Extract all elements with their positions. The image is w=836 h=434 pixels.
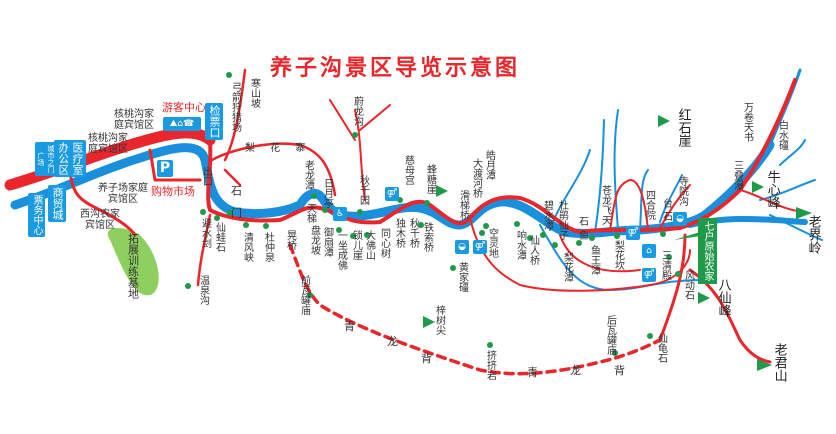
spot-label: 蔚龙沟 (351, 96, 363, 126)
toilet-icon: ⚤ (473, 240, 487, 254)
visitor-services-icon: ⛰⌂☎ (163, 117, 201, 131)
primitive-farm-sign: 七户原始农家 (698, 218, 717, 284)
spot-label: 锁儿崖 (350, 230, 362, 260)
spot-label: 黄家礓 (456, 262, 468, 292)
peak-label: 老君山 (771, 343, 787, 382)
spot-label: 响水潭 (514, 230, 526, 260)
visitor-center-label: 游客中心 (162, 101, 206, 114)
spot-label: 铁索桥 (421, 222, 433, 252)
spot-label: 梨花坎 (612, 240, 624, 270)
roads (4, 68, 806, 376)
exit-label: 出口 (200, 166, 212, 186)
toilet-icon: ⚤ (626, 226, 640, 240)
restaurant-icon: ◒ (455, 240, 469, 254)
spot-label: 滑梯桥 (457, 190, 469, 220)
peak-triangle-icons (423, 115, 812, 371)
clinic-sign: 医疗室 (68, 140, 86, 177)
spot-label: 苍龙飞天 (599, 185, 611, 225)
route-label: 青 (527, 366, 538, 379)
ticket-gate-sign: 检票口 (205, 103, 223, 140)
map-title: 养子沟景区导览示意图 (270, 56, 521, 81)
spot-label: 独木桥 (393, 218, 405, 248)
spot-label: 日月亭 (321, 178, 333, 208)
spot-label: 台石 (660, 198, 672, 224)
route-label: 青 (344, 320, 355, 333)
spot-label: 同心树 (378, 228, 390, 258)
shopping-market-label: 购物市场 (151, 185, 195, 198)
spot-label: 石 门 (229, 185, 243, 218)
spot-label: 三叠瀑 (731, 160, 743, 190)
area-label: 西沟农家宾馆区 (80, 209, 120, 231)
spot-label: 寒山坡 (248, 78, 260, 108)
spot-label: 一坐成佛 (335, 230, 347, 270)
city-gate-square-sign: 城市之门广场 (35, 142, 57, 176)
spot-label: 盘龙坡 (308, 225, 320, 255)
peak-label: 八仙峰 (715, 278, 731, 317)
ticket-center-sign: 票务中心 (28, 193, 45, 237)
spot-label: 杜仲泉 (262, 232, 274, 262)
spot-label: 大佛山 (363, 230, 375, 260)
toilet-icon: ⚤ (385, 187, 399, 201)
spot-label: 避水剑 (199, 218, 211, 248)
spot-label: 四合院 (643, 190, 655, 220)
spot-label: 梓树尖 (433, 305, 445, 335)
spot-label: 清风峡 (241, 232, 253, 262)
spot-label: 老龙潭 (302, 160, 314, 190)
restaurant-icon: ◒ (673, 212, 687, 226)
toilet-icon: ♿ (333, 207, 347, 221)
spot-label: 三清殿 (659, 250, 671, 280)
hotel-icon: ⌂ (642, 244, 656, 258)
office-area-sign: 办公区 (54, 140, 72, 177)
spot-markers (185, 72, 681, 356)
spot-label: 仙人桥 (527, 235, 539, 265)
spot-label: 鱼王潭 (588, 245, 600, 275)
route-label: 龙 (387, 335, 398, 348)
spot-label: 万卷天书 (741, 102, 753, 142)
spot-label: 弓箭狩猎场 (229, 82, 241, 132)
route-label: 背 (614, 364, 625, 377)
spot-label: 温泉沟 (197, 275, 209, 305)
spot-label: 杜鹃仙子 (556, 200, 568, 240)
area-label: 核桃沟家庭宾馆区 (88, 133, 128, 155)
spot-label: 秋千桥 (407, 218, 419, 248)
spot-label: 风动石 (682, 270, 694, 300)
spot-label: 秋千园 (357, 175, 369, 205)
spot-label: 大渡河桥 (470, 158, 482, 198)
route-label: 背 (421, 352, 432, 365)
training-ground-area (107, 228, 159, 296)
spot-label: 空灵地 (486, 228, 498, 258)
spot-label: 蜂糖崖 (424, 164, 436, 194)
spot-label: 仙蛙石 (213, 222, 225, 252)
peak-label: 红石崖 (675, 108, 691, 147)
spot-label: 挤挤岩 (484, 350, 496, 380)
lihuazhai-label: 梨 花 寨 (245, 143, 306, 154)
spot-label: 后瓦罐庙 (604, 315, 616, 355)
spot-label: 御扇潭 (321, 227, 333, 257)
spot-label: 晃桥 (284, 230, 296, 250)
area-label: 养子场家庭宾馆区 (98, 183, 148, 205)
peak-label: 牛心峰 (764, 170, 780, 209)
spot-label: 白水礓 (776, 120, 788, 150)
spot-label: 石鱼 (576, 216, 588, 244)
spot-label: 寺院沟 (676, 176, 688, 206)
training-base-label: 拓展训练基地 (126, 233, 140, 299)
area-label: 核桃沟家庭宾馆区 (114, 109, 154, 131)
spot-label: 梨花潭 (561, 252, 573, 282)
parking-icon: P (157, 160, 173, 177)
toilet-icon: ⚤ (642, 268, 656, 282)
spot-label: 前瓦罐庙 (298, 275, 310, 315)
spot-label: 皓月潭 (483, 150, 495, 180)
spot-label: 碧水潭 (541, 200, 553, 230)
spot-label: 慈母宫 (402, 155, 414, 185)
trade-city-sign: 商贸城 (48, 185, 66, 222)
spot-label: 天梯 (304, 203, 316, 223)
spot-label: 仙龟石 (655, 333, 667, 363)
route-label: 龙 (570, 364, 581, 377)
peak-label: 老界岭 (805, 215, 821, 254)
